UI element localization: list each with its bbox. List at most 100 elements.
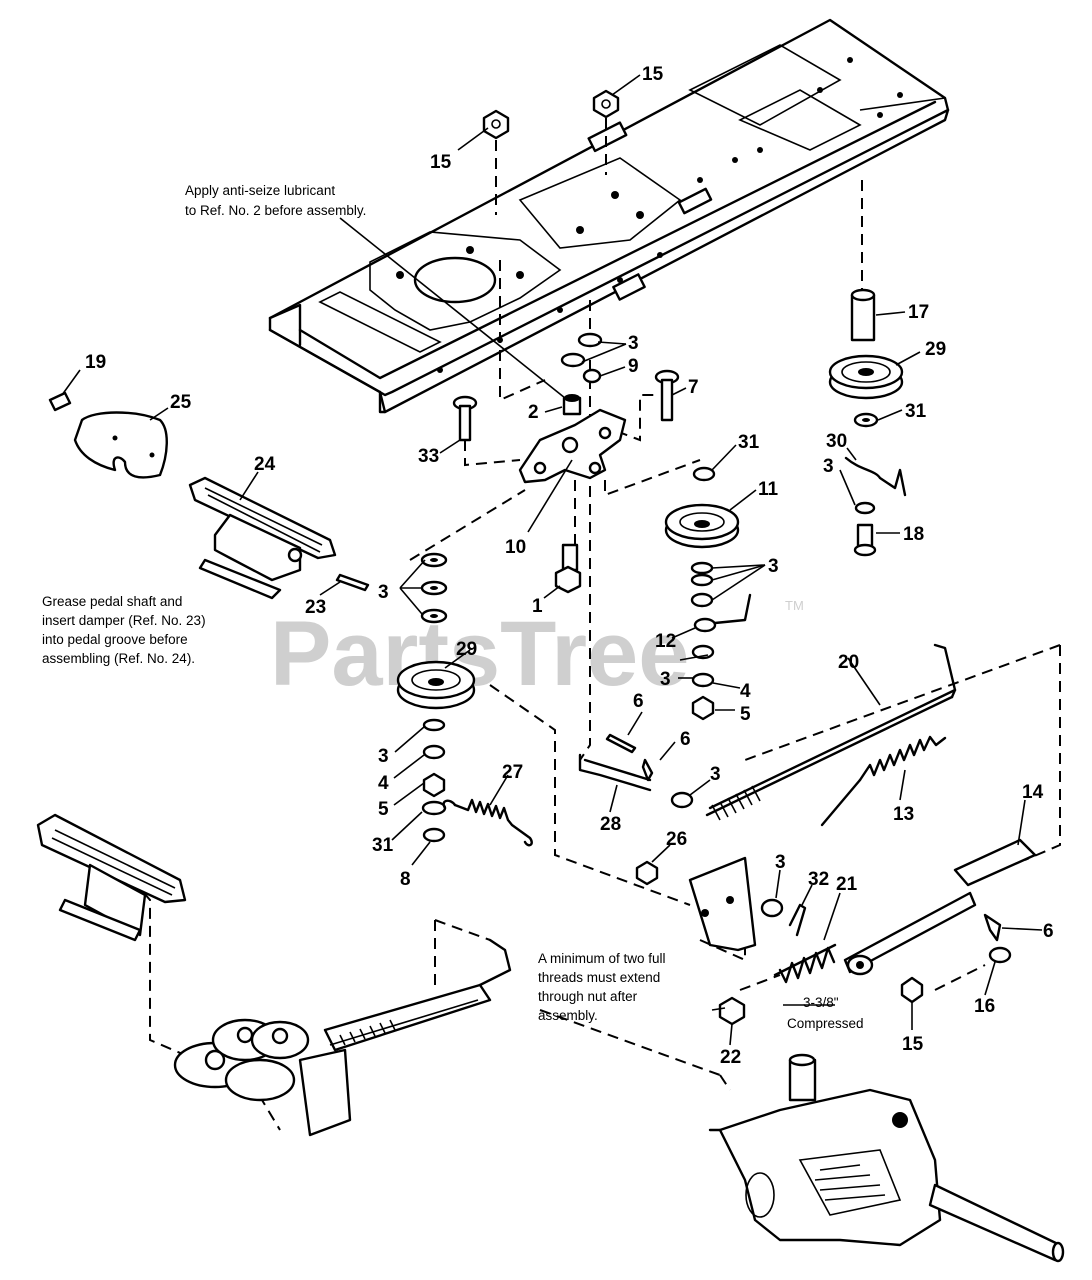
callout-31-lower: 31 [372,835,394,856]
note-threads-2: threads must extend [538,970,660,985]
tractor-frame [268,18,950,414]
nut-26 [635,860,659,886]
callout-29-lower: 29 [456,639,477,660]
callout-25: 25 [170,392,192,413]
callout-19: 19 [85,352,106,373]
clip-32 [788,903,807,937]
callout-3-mid: 3 [660,669,671,690]
nut-15-c [900,976,924,1004]
note-grease-3: into pedal groove before [42,632,188,647]
note-spring-compressed: Compressed [787,1016,864,1031]
bolt-18 [853,523,877,557]
callout-10: 10 [505,537,526,558]
callout-31-mid: 31 [738,432,760,453]
callout-28: 28 [600,814,621,835]
callout-15-top: 15 [642,64,664,85]
washer-16 [988,946,1012,964]
transaxle [708,1053,1065,1263]
bracket-10 [518,408,627,484]
callout-32: 32 [808,869,829,890]
washer-31-upper [853,412,879,428]
callout-6-c: 6 [1043,921,1054,942]
note-anti-seize-1: Apply anti-seize lubricant [185,183,335,198]
bolt-33 [452,395,478,442]
callout-6-b: 6 [680,729,691,750]
callout-24: 24 [254,454,276,475]
notes: Apply anti-seize lubricant to Ref. No. 2… [42,183,864,1031]
note-threads-4: assembly. [538,1008,598,1023]
compression-spring-21 [773,943,837,984]
spacer-sleeve-17 [850,288,876,342]
idler-pulley-29-upper [828,354,904,400]
washers-3-right-stack [690,561,714,608]
callout-16: 16 [974,996,995,1017]
bracket-26-plate [688,856,757,952]
rod-20 [705,643,957,821]
callout-4-right: 4 [740,681,751,702]
brake-pedal-24 [188,476,337,600]
callout-21: 21 [836,874,858,895]
callouts: 15 15 17 29 3 9 7 2 31 33 31 30 3 11 18 … [85,64,1054,1068]
bolt-7 [654,369,680,422]
callout-33: 33 [418,446,439,467]
callout-14: 14 [1022,782,1044,803]
bushing-2 [562,394,582,416]
callout-15-left: 15 [430,152,452,173]
callout-22: 22 [720,1047,741,1068]
bracket-14 [843,838,1037,976]
assembly-lines [119,118,1061,1131]
callout-8: 8 [400,869,411,890]
note-grease-4: assembling (Ref. No. 24). [42,651,195,666]
callout-3-bracket: 3 [775,852,786,873]
callout-3-right: 3 [823,456,834,477]
idler-pulley-29-lower [396,660,476,710]
callout-3-lower: 3 [378,746,389,767]
hardware-stack-left [421,718,447,843]
linkage-assembly-lower [173,938,512,1137]
callout-11: 11 [758,479,779,500]
washers-3-center [560,332,603,368]
bracket-12 [693,593,752,633]
callout-31-upper: 31 [905,401,927,422]
callout-3-right-stack: 3 [768,556,779,577]
callout-23: 23 [305,597,326,618]
note-grease-1: Grease pedal shaft and [42,594,182,609]
spring-clip-30 [844,456,907,497]
bolt-1 [554,543,582,594]
note-threads-3: through nut after [538,989,638,1004]
callout-18: 18 [903,524,924,545]
callout-26: 26 [666,829,687,850]
callout-3-left: 3 [378,582,389,603]
callout-5-right: 5 [740,704,751,725]
screw-19 [48,391,72,412]
note-spring-dimension: 3-3/8" [803,995,839,1010]
brake-arm-28 [578,753,652,792]
callout-12: 12 [655,631,676,652]
callout-30: 30 [826,431,847,452]
callout-15-lower: 15 [902,1034,924,1055]
watermark-text: PartsTree [270,603,689,705]
nut-22 [718,996,746,1026]
watermark-trademark: TM [785,598,804,613]
pedal-assembly-lower [36,813,187,942]
pedal-shield-25 [73,411,168,479]
callout-3-center: 3 [628,333,639,354]
callout-5-left: 5 [378,799,389,820]
washers-3-left [420,552,448,624]
callout-9: 9 [628,356,639,377]
nut-9 [582,368,602,384]
watermark: PartsTree TM [270,598,804,705]
note-grease-2: insert damper (Ref. No. 23) [42,613,206,628]
callout-20: 20 [838,652,859,673]
callout-7: 7 [688,377,699,398]
note-anti-seize-2: to Ref. No. 2 before assembly. [185,203,366,218]
leader-lines [61,74,1043,1046]
callout-6-a: 6 [633,691,644,712]
hex-nut-15-a [482,109,510,140]
callout-29-upper: 29 [925,339,946,360]
callout-2: 2 [528,402,539,423]
callout-17: 17 [908,302,929,323]
callout-13: 13 [893,804,914,825]
callout-1: 1 [532,596,543,617]
